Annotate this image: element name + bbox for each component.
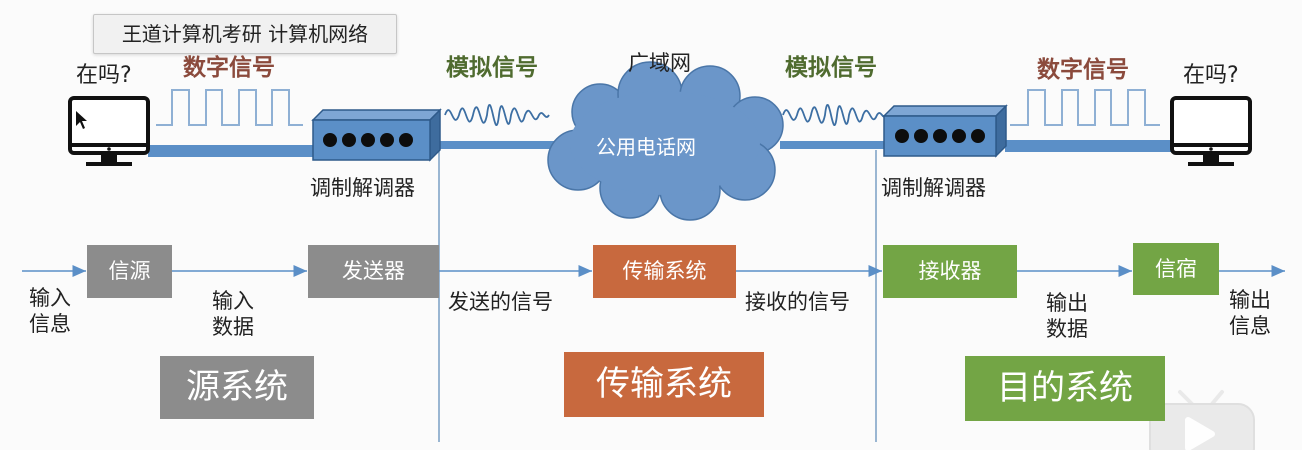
right-question-label: 在吗? (1183, 63, 1239, 88)
received-signal-label: 接收的信号 (745, 290, 850, 314)
transmitter-box: 发送器 (308, 245, 439, 298)
wan-label: 广域网 (628, 51, 691, 75)
input-data-label: 输入 数据 (212, 289, 254, 339)
left-digital-wave (156, 89, 303, 126)
right-computer-icon (1170, 96, 1252, 166)
video-title-tooltip: 王道计算机考研 计算机网络 (93, 14, 397, 54)
right-analog-wave (782, 104, 888, 126)
link-cloud-right-modem (780, 141, 890, 149)
transmission-system-label: 传输系统 (564, 352, 764, 417)
right-digital-wave (1010, 89, 1160, 126)
left-digital-signal-label: 数字信号 (183, 55, 275, 81)
receiver-box: 接收器 (883, 245, 1017, 298)
link-left-modem-cloud (430, 141, 560, 149)
right-digital-signal-label: 数字信号 (1037, 57, 1129, 83)
cloud-icon (547, 61, 784, 221)
left-question-label: 在吗? (76, 63, 132, 88)
right-modem-icon (882, 104, 1008, 158)
left-modem-label: 调制解调器 (310, 176, 415, 200)
destination-system-label: 目的系统 (965, 356, 1165, 421)
right-modem-label: 调制解调器 (881, 176, 986, 200)
link-left-pc-modem (148, 145, 318, 157)
output-info-label: 输出 信息 (1229, 288, 1271, 338)
source-box: 信源 (87, 245, 172, 298)
left-modem-icon (311, 108, 442, 162)
transmission-box: 传输系统 (593, 245, 736, 298)
left-analog-wave (444, 104, 550, 126)
sent-signal-label: 发送的信号 (448, 290, 553, 314)
link-right-modem-pc (1005, 140, 1175, 152)
left-computer-icon (68, 96, 150, 166)
sink-box: 信宿 (1133, 243, 1219, 295)
input-info-label: 输入 信息 (29, 286, 71, 336)
play-watermark-icon (1149, 390, 1255, 450)
output-data-label: 输出 数据 (1046, 291, 1088, 341)
right-analog-signal-label: 模拟信号 (785, 55, 877, 81)
source-system-label: 源系统 (160, 356, 314, 419)
left-analog-signal-label: 模拟信号 (446, 55, 538, 81)
cloud-label: 公用电话网 (596, 135, 696, 159)
